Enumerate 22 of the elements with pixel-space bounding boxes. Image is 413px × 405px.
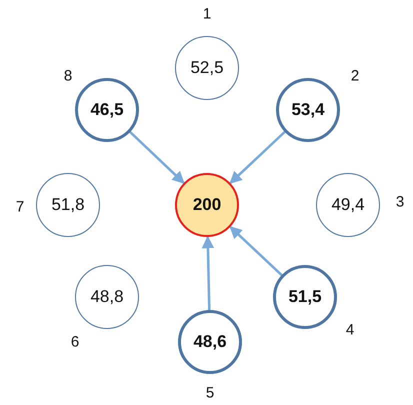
value-label: 51,8 [51,195,85,215]
callout-number: 6 [70,334,80,350]
callout-number: 8 [64,68,72,84]
value-label: 49,4 [331,195,365,215]
value-label: 200 [192,195,222,215]
callout-number: 7 [16,198,24,216]
callout-number: 2 [350,68,360,84]
callout-number: 3 [396,194,404,210]
value-label: 52,5 [190,58,224,78]
arrow [229,226,284,277]
value-label: 46,5 [90,100,124,120]
arrow [202,236,214,312]
callout-number: 1 [202,6,212,22]
callout-number: 5 [206,384,214,402]
value-label: 51,5 [288,287,322,307]
value-label: 48,6 [193,332,227,352]
highlighted-circle [175,173,239,237]
value-label: 48,8 [90,287,124,307]
callout-number: 4 [346,322,354,338]
arrow [128,130,185,184]
value-label: 53,4 [291,100,325,120]
arrow [229,130,286,184]
